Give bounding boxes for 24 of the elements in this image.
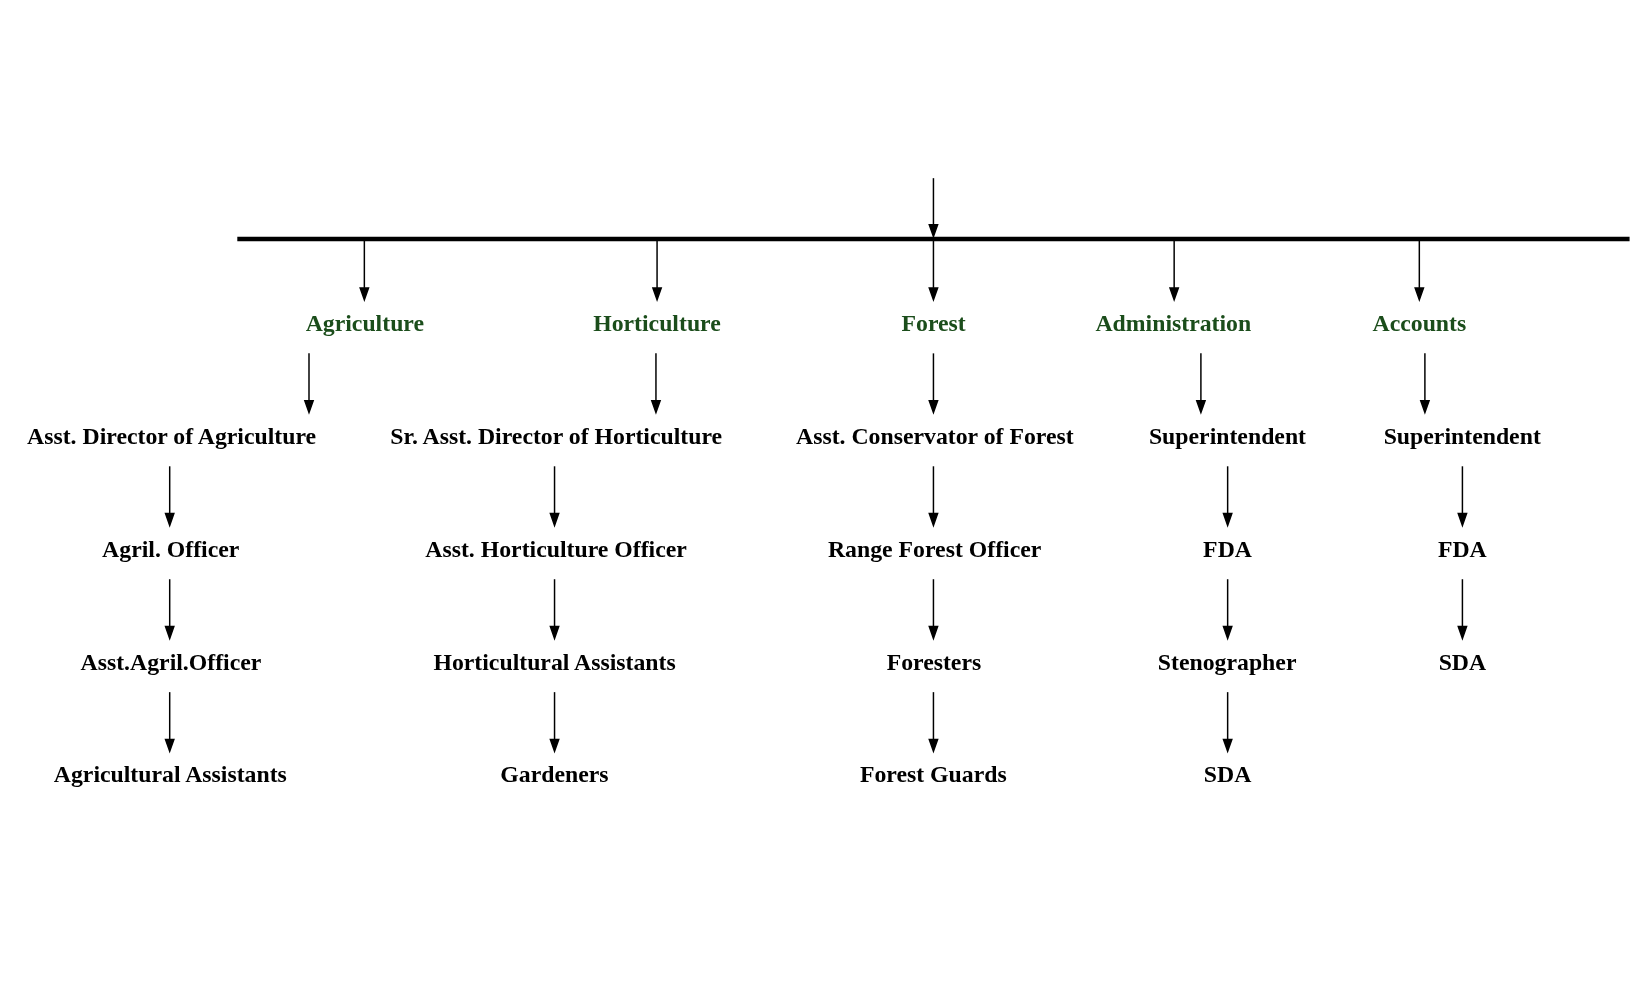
node-text: Asst. Director of Agriculture [27, 422, 317, 449]
node-text: Horticulture [593, 309, 721, 336]
node-text: Asst.Agril.Officer [80, 648, 262, 675]
node-text: Foresters [886, 648, 982, 675]
node-text: Range Forest Officer [827, 535, 1042, 562]
node-text: Administration [1095, 309, 1252, 336]
node-text: Forest [901, 309, 966, 336]
node-text: Agril. Officer [102, 535, 240, 562]
node-text: Forest Guards [859, 760, 1007, 787]
node-text: Agriculture [305, 309, 425, 336]
node-text: Accounts [1372, 309, 1467, 336]
node-text: Gardeners [500, 760, 609, 787]
node-text: FDA [1437, 535, 1487, 562]
node-text: FDA [1203, 535, 1252, 562]
node-text: Superintendent [1383, 422, 1541, 449]
node-text: Asst. Horticulture Officer [425, 535, 687, 562]
node-text: Asst. Conservator of Forest [796, 422, 1074, 449]
node-text: Agricultural Assistants [53, 760, 287, 787]
node-text: Sr. Asst. Director of Horticulture [390, 422, 723, 449]
node-text: SDA [1438, 648, 1487, 675]
node-text: Horticultural Assistants [433, 648, 676, 675]
node-text: Stenographer [1157, 648, 1297, 675]
node-text: Superintendent [1148, 422, 1307, 449]
node-text: SDA [1203, 760, 1252, 787]
